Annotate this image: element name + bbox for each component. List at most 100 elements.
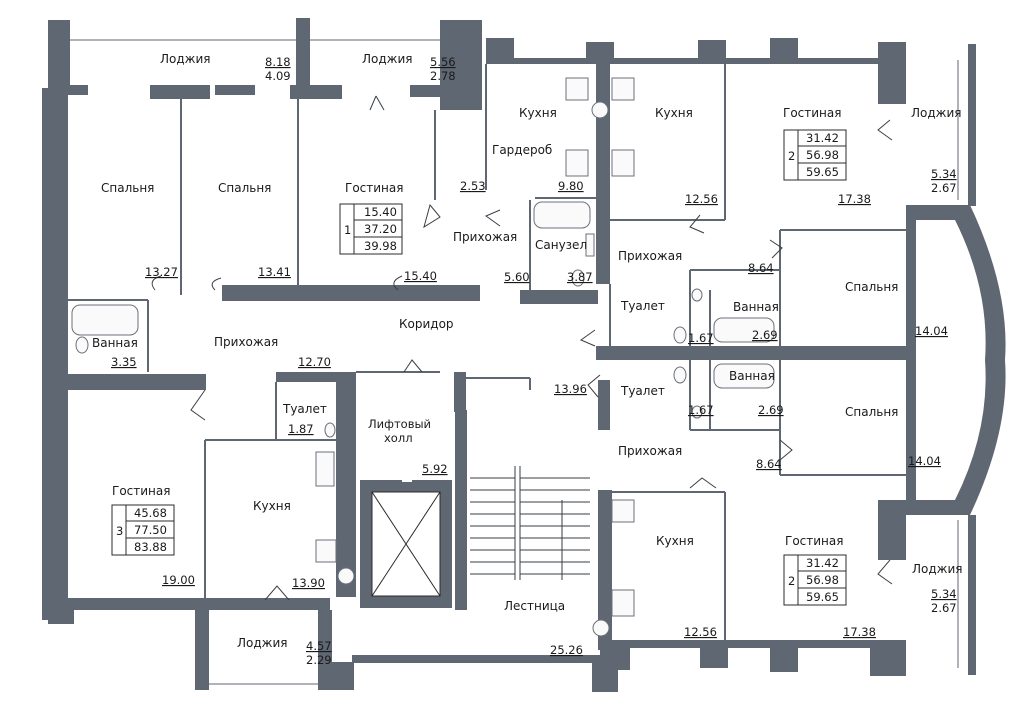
apt-living: 31.42 (806, 556, 839, 570)
area-value: 14.04 (915, 324, 948, 338)
room-label: Кухня (519, 106, 557, 120)
area-value: 1.67 (688, 403, 714, 417)
room-label: Гардероб (492, 143, 552, 157)
area-value: 19.00 (162, 573, 195, 587)
sink-icon (611, 589, 635, 617)
room-label: Спальня (101, 181, 154, 195)
wall-top-seg2 (150, 85, 210, 99)
room-label: Прихожая (618, 444, 682, 458)
room-label: Кухня (655, 106, 693, 120)
room-label: Спальня (845, 280, 898, 294)
stove-icon (315, 539, 337, 563)
room-label: Санузел (535, 238, 587, 252)
room-label: Гостиная (783, 106, 841, 120)
room-label: Гостиная (112, 484, 170, 498)
apt-box-3 (111, 504, 175, 556)
area-value: 12.56 (685, 192, 718, 206)
area-value: 2.69 (752, 328, 778, 342)
wall-left-top (48, 20, 70, 88)
wall-bottom-left-pillar (330, 662, 354, 690)
stove-icon (611, 77, 635, 101)
room-label: Прихожая (618, 249, 682, 263)
apt-living: 31.42 (806, 131, 839, 145)
stairs-icon (470, 466, 590, 580)
wall-center-bottom (598, 490, 612, 650)
apt-rooms: 1 (344, 223, 351, 237)
room-label: Лоджия (237, 636, 288, 650)
area-value: 13.90 (292, 576, 325, 590)
apt-rooms: 2 (788, 149, 795, 163)
room-label: Туалет (282, 402, 327, 416)
area-value: 8.64 (756, 457, 782, 471)
wall-top-right-pillar (878, 42, 906, 104)
wall-top-pillar1 (440, 20, 482, 110)
room-label: Ванная (92, 336, 138, 350)
room-label: Туалет (620, 384, 665, 398)
apt-total: 59.65 (806, 590, 839, 604)
wall-top-pillar4 (698, 40, 726, 62)
apt-living: 45.68 (134, 506, 167, 520)
partitions (68, 39, 959, 685)
sink-icon (691, 288, 703, 302)
area-value: 3.87 (567, 270, 593, 284)
sink-icon (75, 336, 89, 354)
area-value: 8.18 (265, 55, 291, 69)
wall-center-top (596, 62, 610, 284)
apt-total-no-loggia: 37.20 (364, 222, 397, 236)
sink-icon (315, 451, 335, 487)
area-value: 5.56 (430, 55, 456, 69)
area-value: 12.56 (684, 625, 717, 639)
wall-bottom-stairs (352, 655, 622, 663)
area-value: 1.87 (288, 422, 314, 436)
wall-bottom-right-pillar (592, 662, 618, 692)
sink-icon (691, 405, 703, 419)
area-value: 25.26 (550, 643, 583, 657)
wall-bottom-pillar2 (700, 648, 728, 668)
room-label: Лоджия (912, 562, 963, 576)
room-label: Прихожая (214, 335, 278, 349)
apt-total: 59.65 (806, 165, 839, 179)
wall-center-horizontal (596, 346, 906, 360)
room-labels: Лоджия Лоджия Кухня Кухня Гостиная Лоджи… (92, 52, 963, 650)
room-label: Спальня (845, 405, 898, 419)
wall-top-line-right (610, 58, 900, 64)
area-value: 13.41 (258, 265, 291, 279)
room-label: Прихожая (453, 230, 517, 244)
wall-bottom-pillar3 (770, 648, 798, 672)
area-value: 14.04 (908, 454, 941, 468)
doors (151, 95, 893, 601)
area-value: 3.35 (111, 355, 137, 369)
apt-box-2-top (783, 129, 847, 181)
riser-icon (591, 101, 609, 119)
wall-loggia-divider (296, 18, 310, 94)
area-value: 12.70 (298, 355, 331, 369)
riser-icon (592, 619, 610, 637)
area-value: 2.69 (758, 403, 784, 417)
area-value: 5.34 (931, 587, 957, 601)
wall-right-pillar-bottom (878, 500, 906, 560)
wall-right-loggia-top (968, 44, 976, 206)
room-label: Гостиная (345, 181, 403, 195)
wall-kitchen3-right (336, 372, 356, 597)
room-label: Ванная (729, 369, 775, 383)
room-label: Лоджия (911, 106, 962, 120)
wall-bottom-right (600, 640, 890, 648)
bathtub-icon (713, 317, 775, 343)
room-label: Лестница (504, 599, 565, 613)
toilet-icon (324, 422, 336, 438)
wall-center-mid (598, 380, 610, 430)
area-value: 15.40 (404, 269, 437, 283)
wall-top-seg3 (215, 85, 255, 95)
wall-right-inner (906, 205, 916, 515)
bathtub-icon (713, 363, 775, 389)
apt-rooms: 3 (116, 524, 123, 538)
toilet-icon (673, 326, 687, 344)
stove-icon (611, 499, 635, 523)
toilet-icon (571, 269, 585, 287)
sink-icon (565, 149, 589, 177)
area-value: 13.27 (145, 265, 178, 279)
apt-total: 39.98 (364, 239, 397, 253)
room-label: Кухня (656, 534, 694, 548)
